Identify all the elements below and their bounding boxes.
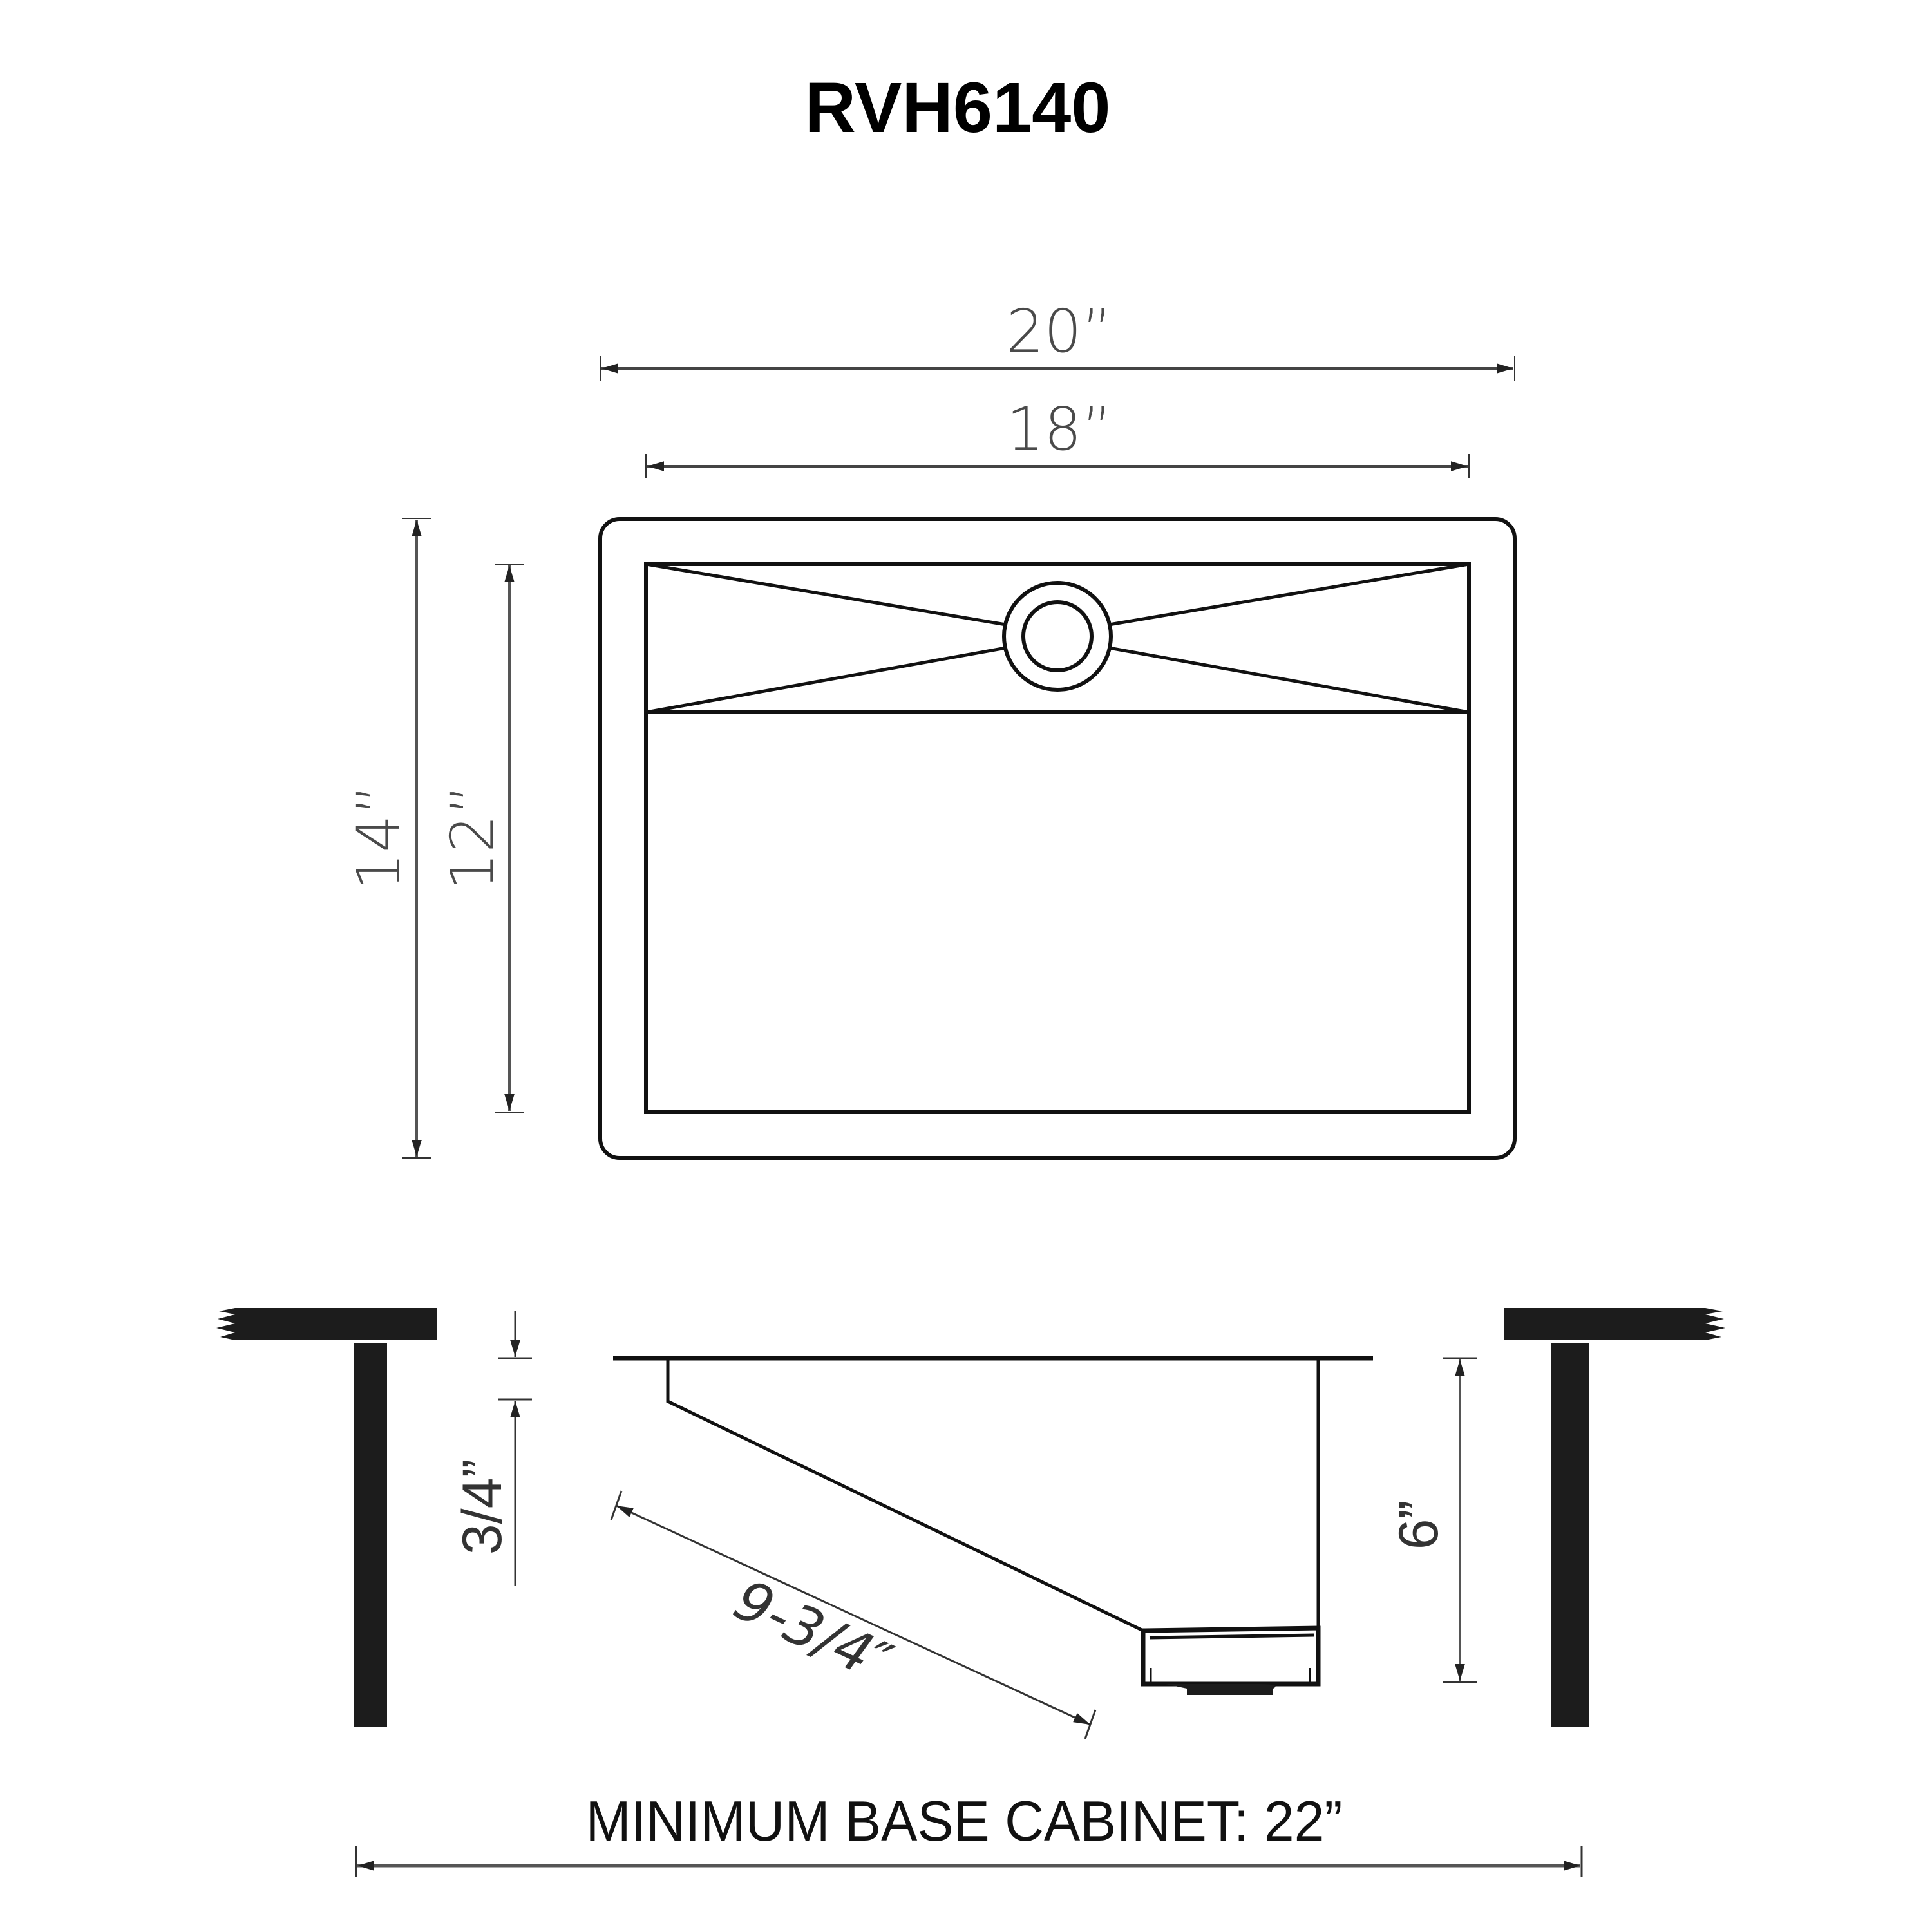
overall-depth-label: 14” <box>345 784 413 891</box>
slope-length-label: 9-3/4″ <box>724 1567 902 1696</box>
sink-profile <box>613 1356 1373 1687</box>
left-cabinet-wall <box>354 1343 387 1727</box>
drain-slope-lines <box>645 562 1470 714</box>
bowl-depth-label: 12” <box>438 784 507 891</box>
right-cabinet-wall <box>1551 1343 1589 1727</box>
slope-length-dimension: 9-3/4″ <box>610 1490 1097 1739</box>
sink-outer-rim <box>598 517 1517 1160</box>
overall-width-label: 20” <box>1007 297 1113 366</box>
bowl-height-dimension: 6” <box>1388 1357 1477 1683</box>
drain-icon <box>1002 581 1113 692</box>
overall-width-dimension: 20” <box>600 297 1515 381</box>
bowl-height-label: 6” <box>1388 1501 1450 1549</box>
cabinet-dimension: MINIMUM BASE CABINET: 22” <box>355 1789 1583 1877</box>
left-countertop <box>216 1308 437 1727</box>
top-view: 20” 18” 14” 12” <box>345 297 1517 1160</box>
bowl-width-label: 18” <box>1007 395 1113 464</box>
right-countertop <box>1504 1308 1725 1727</box>
model-title: RVH6140 <box>805 68 1111 147</box>
overall-depth-dimension: 14” <box>345 518 431 1159</box>
bowl-width-dimension: 18” <box>645 395 1470 478</box>
bowl-depth-dimension: 12” <box>438 564 524 1113</box>
sink-bowl <box>644 562 1471 1114</box>
cabinet-label: MINIMUM BASE CABINET: 22” <box>586 1789 1343 1853</box>
side-view: 3/4” 9-3/4″ 6” <box>216 1308 1725 1739</box>
flange-offset-dimension: 3/4” <box>451 1311 532 1586</box>
flange-offset-label: 3/4” <box>451 1459 513 1555</box>
drain-housing <box>1141 1625 1321 1687</box>
drain-outlet <box>1166 1684 1276 1695</box>
